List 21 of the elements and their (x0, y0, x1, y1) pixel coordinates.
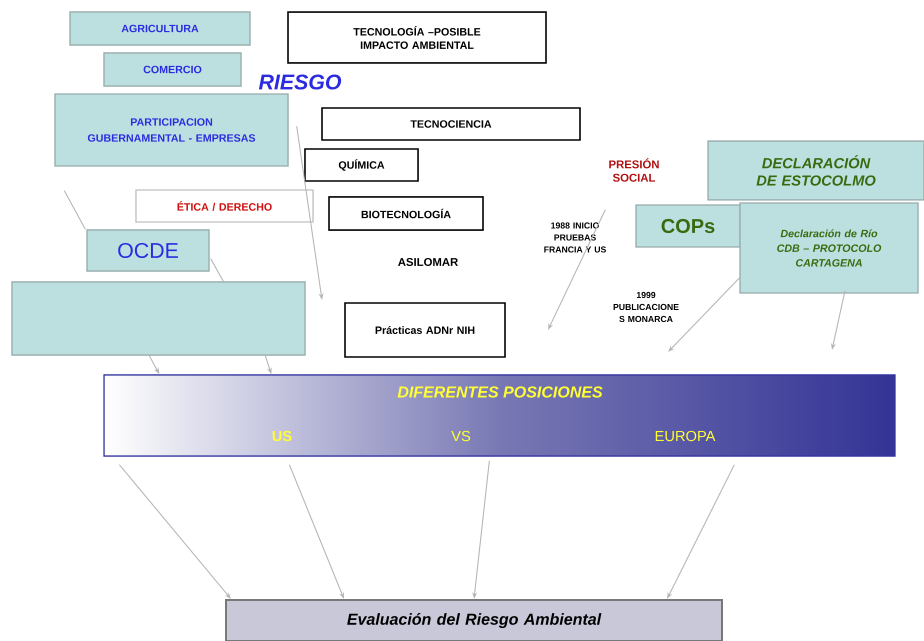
topic-box: QUÍMICA (304, 148, 419, 182)
agreement-box: DECLARACIÓN DE ESTOCOLMO (707, 140, 924, 201)
agreement-box: Declaración de Río CDB – PROTOCOLO CARTAGENA (739, 202, 919, 294)
category-box: PARTICIPACION GUBERNAMENTAL - EMPRESAS (54, 93, 289, 167)
event-text: 1988 INICIO PRUEBAS FRANCIA Y US (544, 222, 606, 253)
pressure-text: PRESIÓN SOCIAL (609, 158, 659, 182)
company-box (11, 281, 306, 356)
topic-text: ASILOMAR (398, 258, 458, 266)
topic-box: TECNOLOGÍA –POSIBLE IMPACTO AMBIENTAL (287, 11, 547, 64)
assessment-box: Evaluación del Riesgo Ambiental (225, 598, 723, 641)
positions-band: DIFERENTES POSICIONES US VS EUROPA (103, 374, 896, 457)
topic-box: TECNOCIENCIA (321, 107, 581, 141)
category-box: COMERCIO (103, 52, 242, 87)
category-box: AGRICULTURA (69, 11, 251, 46)
topic-box: ÉTICA / DERECHO (135, 189, 314, 223)
topic-box: Prácticas ADNr NIH (344, 302, 506, 358)
agreement-box: COPs (635, 204, 741, 248)
topic-box: BIOTECNOLOGÍA (328, 196, 484, 231)
heading-text: RIESGO (258, 74, 342, 90)
organization-box: OCDE (86, 229, 210, 272)
event-text: 1999 PUBLICACIONE S MONARCA (614, 292, 679, 322)
